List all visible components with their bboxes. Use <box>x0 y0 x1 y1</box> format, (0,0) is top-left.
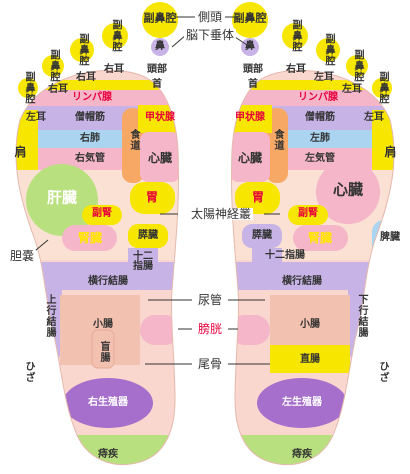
right-bronchi: 左気管 <box>305 153 335 164</box>
right-sinus-toe5: 副鼻腔 <box>377 71 388 105</box>
left-stomach: 胃 <box>145 190 159 204</box>
left-heart: 心臓 <box>147 151 173 165</box>
left-bronchi: 右気管 <box>75 153 105 164</box>
right-transverse-colon: 横行結腸 <box>282 276 322 287</box>
left-foot <box>15 70 179 465</box>
callout-temporal: 側頭 <box>195 10 225 24</box>
right-duodenum: 十二指腸 <box>265 250 305 261</box>
right-adrenal: 副腎 <box>298 208 318 219</box>
right-heart: 心臓 <box>332 180 364 199</box>
right-foot-outline <box>230 69 395 466</box>
left-adrenal: 副腎 <box>92 208 112 219</box>
callout-lines <box>29 16 280 365</box>
left-thyroid: 甲状腺 <box>145 112 175 123</box>
left-sinus-toe4: 副鼻腔 <box>48 49 59 83</box>
right-heart-small: 心臓 <box>237 151 263 165</box>
callout-pituitary: 脳下垂体 <box>183 28 237 42</box>
right-sinus-toe4: 副鼻腔 <box>352 49 363 83</box>
callout-gallbladder: 胆嚢 <box>7 249 37 263</box>
left-transverse-colon: 横行結腸 <box>88 276 128 287</box>
left-knee: ひざ <box>23 361 34 383</box>
right-side-left-ear-b: 左耳 <box>314 72 334 83</box>
left-hemorrhoids: 痔疾 <box>98 449 118 460</box>
right-rectum: 直腸 <box>300 354 320 365</box>
right-nose: 鼻 <box>245 41 255 52</box>
left-side-right-ear-b: 右耳 <box>48 84 68 95</box>
right-esophagus: 食道 <box>272 129 283 151</box>
right-lung: 左肺 <box>310 133 330 144</box>
left-sinus-toe5: 副鼻腔 <box>23 71 34 105</box>
left-sinus-toe2: 副鼻腔 <box>110 19 121 53</box>
right-kidney: 腎臓 <box>307 231 333 245</box>
callout-bladder: 膀胱 <box>195 322 225 336</box>
left-toes <box>18 2 178 98</box>
right-side-left-ear-c: 左耳 <box>342 84 362 95</box>
right-hemorrhoids: 痔疾 <box>292 449 312 460</box>
right-lymph: リンパ腺 <box>298 92 338 103</box>
left-lymph: リンパ腺 <box>72 92 112 103</box>
callout-solar-plexus: 太陽神経叢 <box>188 207 254 221</box>
left-duodenum: 十二指腸 <box>133 251 153 272</box>
right-small-intestine: 小腸 <box>300 319 320 330</box>
right-thyroid: 甲状腺 <box>235 112 265 123</box>
left-neck: 首 <box>152 79 162 90</box>
left-side-right-eye-b: 左耳 <box>26 112 46 123</box>
left-side-right-eye: 右耳 <box>104 64 124 75</box>
right-spleen: 脾臓 <box>380 232 400 243</box>
left-ascending-colon: 上行結腸 <box>44 294 55 338</box>
right-sinus-toe2: 副鼻腔 <box>290 19 301 53</box>
right-reproductive: 左生殖器 <box>282 397 322 408</box>
left-kidney: 腎臓 <box>77 231 103 245</box>
right-stomach: 胃 <box>251 190 265 204</box>
left-head: 頭部 <box>147 64 167 75</box>
left-pancreas: 膵臓 <box>138 230 158 241</box>
left-shoulder: 肩 <box>13 145 27 159</box>
right-side-left-ear-d: 左耳 <box>364 112 384 123</box>
left-sinus-big-toe: 副鼻腔 <box>143 11 177 25</box>
callout-coccyx: 尾骨 <box>195 357 225 371</box>
left-esophagus: 食道 <box>128 129 139 151</box>
right-toes <box>232 2 392 98</box>
left-foot-outline <box>15 69 180 466</box>
left-liver: 肝臓 <box>46 188 78 207</box>
left-sinus-toe3: 副鼻腔 <box>77 33 88 67</box>
left-lung: 右肺 <box>80 133 100 144</box>
right-knee: ひざ <box>377 361 388 383</box>
left-side-right-ear-a: 右耳 <box>76 72 96 83</box>
right-side-right-ear-a: 右耳 <box>286 64 306 75</box>
right-pancreas: 膵臓 <box>252 230 272 241</box>
right-head: 頭部 <box>243 64 263 75</box>
left-trapezius: 僧帽筋 <box>75 112 105 123</box>
left-cecum: 盲腸 <box>98 341 109 363</box>
left-small-intestine: 小腸 <box>93 319 113 330</box>
callout-ureter: 尿管 <box>195 293 225 307</box>
left-nose: 鼻 <box>155 41 165 52</box>
right-sinus-big-toe: 副鼻腔 <box>233 11 267 25</box>
right-neck: 首 <box>248 79 258 90</box>
left-reproductive: 右生殖器 <box>88 397 128 408</box>
right-sinus-toe3: 副鼻腔 <box>323 33 334 67</box>
right-shoulder: 肩 <box>383 145 397 159</box>
right-trapezius: 僧帽筋 <box>305 112 335 123</box>
right-descending-colon: 下行結腸 <box>356 294 367 338</box>
